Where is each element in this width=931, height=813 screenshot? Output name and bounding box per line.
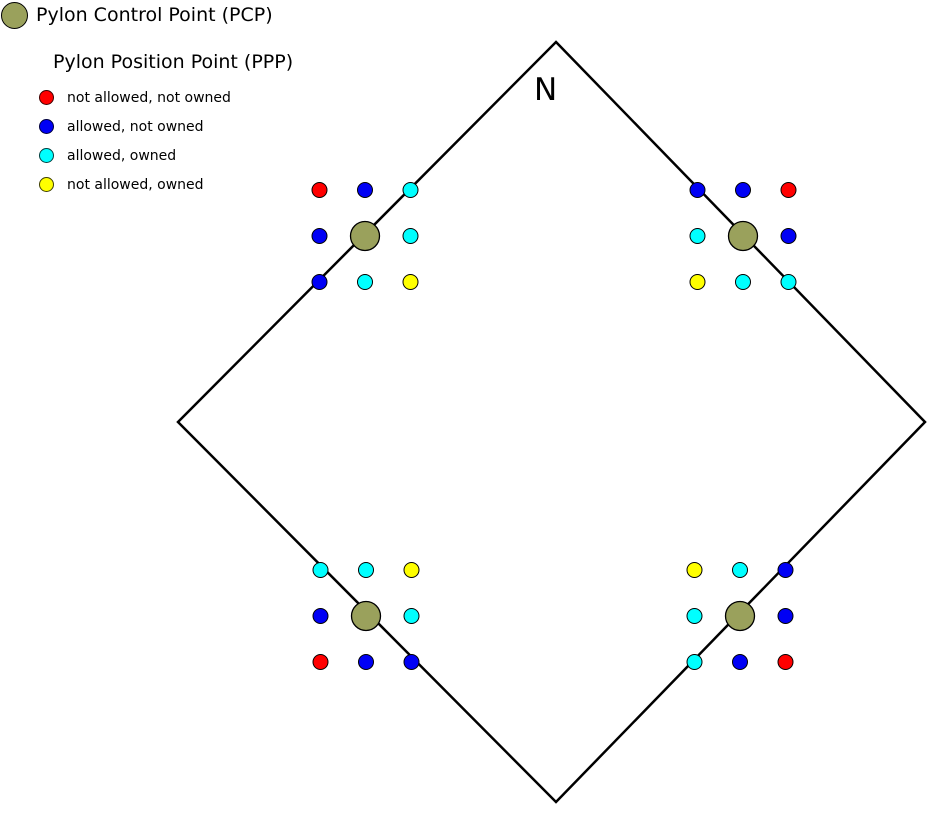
ppp-dot-lower-right-r1c1-yellow [686, 562, 703, 578]
ppp-dot-upper-left-r3c1-blue [311, 274, 328, 290]
cyan-dot-icon [39, 148, 54, 163]
ppp-dot-lower-right-r3c3-red [777, 654, 794, 670]
ppp-dot-upper-right-r1c3-red [780, 182, 797, 198]
ppp-dot-lower-left-r2c3-cyan [403, 608, 420, 624]
ppp-dot-lower-left-r2c1-blue [312, 608, 329, 624]
ppp-dot-upper-right-r2c3-blue [780, 228, 797, 244]
ppp-dot-lower-left-r3c3-blue [403, 654, 420, 670]
pcp-upper-left [349, 220, 381, 252]
ppp-dot-lower-right-r3c2-blue [732, 654, 748, 670]
ppp-dot-upper-left-r3c3-yellow [402, 274, 419, 290]
ppp-dot-lower-left-r1c2-cyan [358, 562, 374, 578]
ppp-dot-upper-right-r3c3-cyan [780, 274, 797, 290]
ppp-dot-upper-left-r1c3-cyan [402, 182, 419, 198]
ppp-dot-upper-left-r1c1-red [311, 182, 328, 198]
ppp-dot-upper-right-r1c1-blue [689, 182, 706, 198]
ppp-dot-upper-left-r2c3-cyan [402, 228, 419, 244]
pcp-lower-right [724, 600, 756, 632]
ppp-dot-lower-left-r3c1-red [312, 654, 329, 670]
north-label: N [534, 72, 558, 108]
legend-item-label: allowed, not owned [67, 118, 204, 135]
ppp-dot-upper-right-r3c1-yellow [689, 274, 706, 290]
legend-item-cyan: allowed, owned [39, 141, 231, 170]
pcp-lower-left [350, 600, 382, 632]
ppp-dot-lower-right-r1c2-cyan [732, 562, 748, 578]
legend-item-red: not allowed, not owned [39, 83, 231, 112]
legend-item-label: not allowed, not owned [67, 89, 231, 106]
ppp-dot-lower-left-r3c2-blue [358, 654, 374, 670]
ppp-dot-upper-right-r3c2-cyan [735, 274, 751, 290]
legend-item-blue: allowed, not owned [39, 112, 231, 141]
legend-item-label: not allowed, owned [67, 176, 204, 193]
legend-item-list: not allowed, not owned allowed, not owned… [39, 83, 231, 199]
ppp-dot-upper-right-r1c2-blue [735, 182, 751, 198]
pcp-upper-right [727, 220, 759, 252]
ppp-dot-upper-left-r2c1-blue [311, 228, 328, 244]
course-diamond-outline [176, 40, 927, 804]
legend-item-yellow: not allowed, owned [39, 170, 231, 199]
legend-ppp-title: Pylon Position Point (PPP) [53, 51, 294, 73]
ppp-dot-lower-right-r2c1-cyan [686, 608, 703, 624]
ppp-dot-lower-right-r1c3-blue [777, 562, 794, 578]
legend-item-label: allowed, owned [67, 147, 177, 164]
pcp-circle-icon [1, 2, 28, 29]
legend-pcp-label: Pylon Control Point (PCP) [36, 4, 273, 26]
ppp-dot-lower-left-r1c3-yellow [403, 562, 420, 578]
ppp-dot-lower-right-r3c1-cyan [686, 654, 703, 670]
ppp-dot-upper-right-r2c1-cyan [689, 228, 706, 244]
blue-dot-icon [39, 119, 54, 134]
ppp-dot-upper-left-r3c2-cyan [357, 274, 373, 290]
red-dot-icon [39, 90, 54, 105]
yellow-dot-icon [39, 177, 54, 192]
ppp-dot-lower-right-r2c3-blue [777, 608, 794, 624]
ppp-dot-upper-left-r1c2-blue [357, 182, 373, 198]
ppp-dot-lower-left-r1c1-cyan [312, 562, 329, 578]
